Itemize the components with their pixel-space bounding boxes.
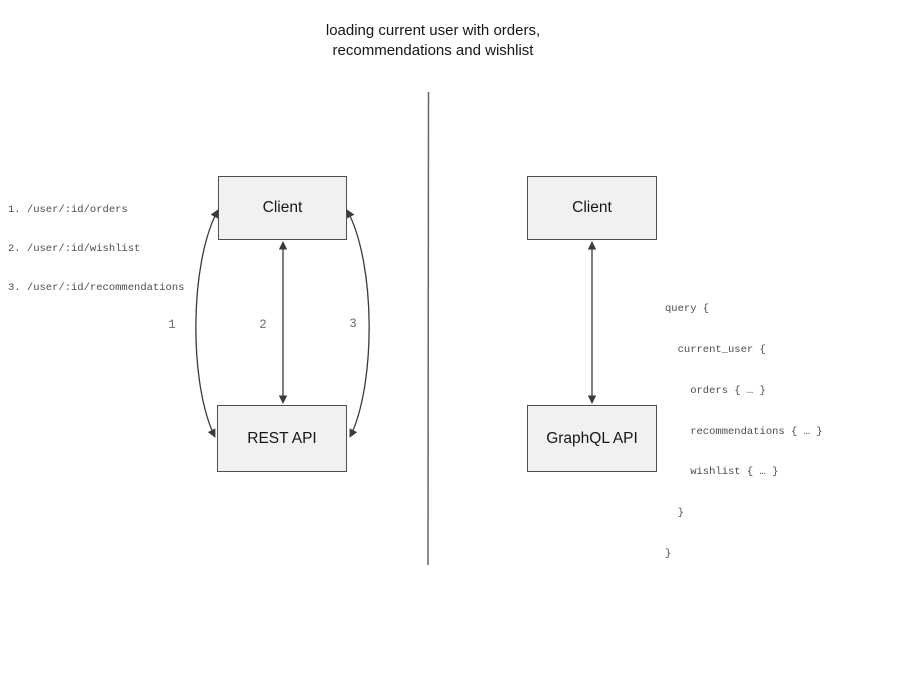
- diagram-title: loading current user with orders, recomm…: [233, 21, 633, 61]
- graphql-api-label: GraphQL API: [546, 429, 638, 447]
- arrow-label-3: 3: [349, 317, 357, 331]
- query-line: query {: [665, 303, 710, 316]
- graphql-client-node: Client: [527, 176, 657, 240]
- rest-api-label: REST API: [247, 429, 317, 447]
- rest-arrow-3-curve: [346, 209, 370, 438]
- query-line: orders { … }: [665, 384, 766, 397]
- graphql-client-label: Client: [572, 199, 612, 216]
- query-line: }: [665, 507, 684, 520]
- title-line-2: recommendations and wishlist: [332, 42, 534, 59]
- rest-client-label: Client: [262, 199, 303, 216]
- rest-arrow-1-curve: [195, 209, 219, 438]
- endpoint-line: 2. /user/:id/wishlist: [8, 243, 141, 255]
- endpoint-line: 3. /user/:id/recommendations: [8, 282, 185, 294]
- title-line-1: loading current user with orders,: [325, 22, 541, 39]
- graphql-query-code: query { current_user { orders { … } reco…: [665, 276, 823, 589]
- section-divider: [427, 91, 430, 566]
- query-line: current_user {: [665, 343, 766, 356]
- query-line: }: [665, 547, 672, 560]
- arrow-label-1: 1: [168, 318, 176, 332]
- query-line: wishlist { … }: [665, 466, 779, 479]
- graphql-api-node: GraphQL API: [527, 405, 657, 472]
- rest-endpoint-list: 1. /user/:id/orders 2. /user/:id/wishlis…: [8, 178, 184, 321]
- query-line: recommendations { … }: [665, 425, 823, 438]
- rest-client-node: Client: [218, 176, 347, 240]
- endpoint-line: 1. /user/:id/orders: [8, 204, 128, 216]
- arrow-label-2: 2: [259, 318, 267, 332]
- rest-api-node: REST API: [217, 405, 347, 472]
